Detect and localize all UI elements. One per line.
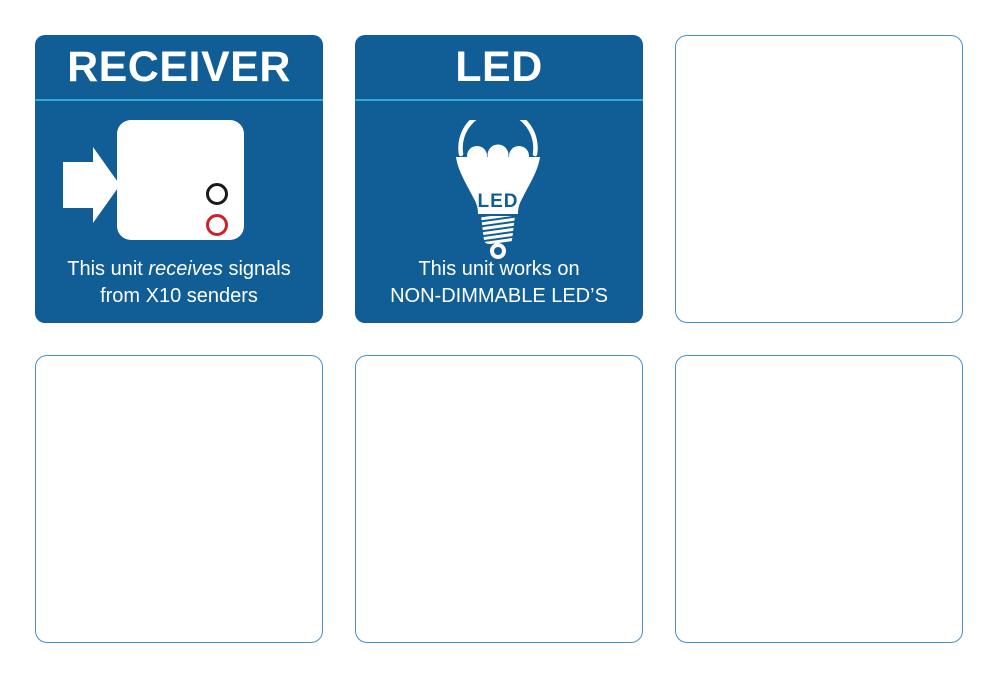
divider-line [35, 99, 323, 101]
divider-line [355, 99, 643, 101]
receiver-caption-line1: This unit receives signals [67, 258, 291, 280]
bulb-contact-loop [490, 243, 506, 259]
card-led: LED LED This u [355, 35, 643, 323]
empty-label-card-1 [675, 35, 963, 323]
bulb-dome-outline [458, 120, 538, 157]
receiver-caption-line2: from X10 senders [100, 285, 258, 307]
card-receiver: RECEIVER This unit receives signals from… [35, 35, 323, 323]
receiver-caption: This unit receives signals from X10 send… [35, 256, 323, 310]
bulb-body [456, 157, 540, 214]
black-indicator-dot [206, 183, 228, 205]
red-indicator-dot [206, 214, 228, 236]
arrow-right-icon [63, 147, 120, 223]
led-caption-line2: NON-DIMMABLE LED’S [390, 285, 608, 307]
receiver-module-icon [117, 120, 244, 240]
led-caption-line1: This unit works on [418, 258, 580, 280]
led-title: LED [455, 42, 543, 91]
bulb-label: LED [478, 191, 519, 212]
empty-label-card-4 [675, 355, 963, 643]
empty-label-card-2 [35, 355, 323, 643]
bulb-screw-base [481, 216, 515, 244]
led-bulb-icon: LED [456, 120, 540, 259]
led-caption: This unit works on NON-DIMMABLE LED’S [355, 256, 643, 310]
empty-label-card-3 [355, 355, 643, 643]
receiver-title: RECEIVER [67, 42, 291, 91]
